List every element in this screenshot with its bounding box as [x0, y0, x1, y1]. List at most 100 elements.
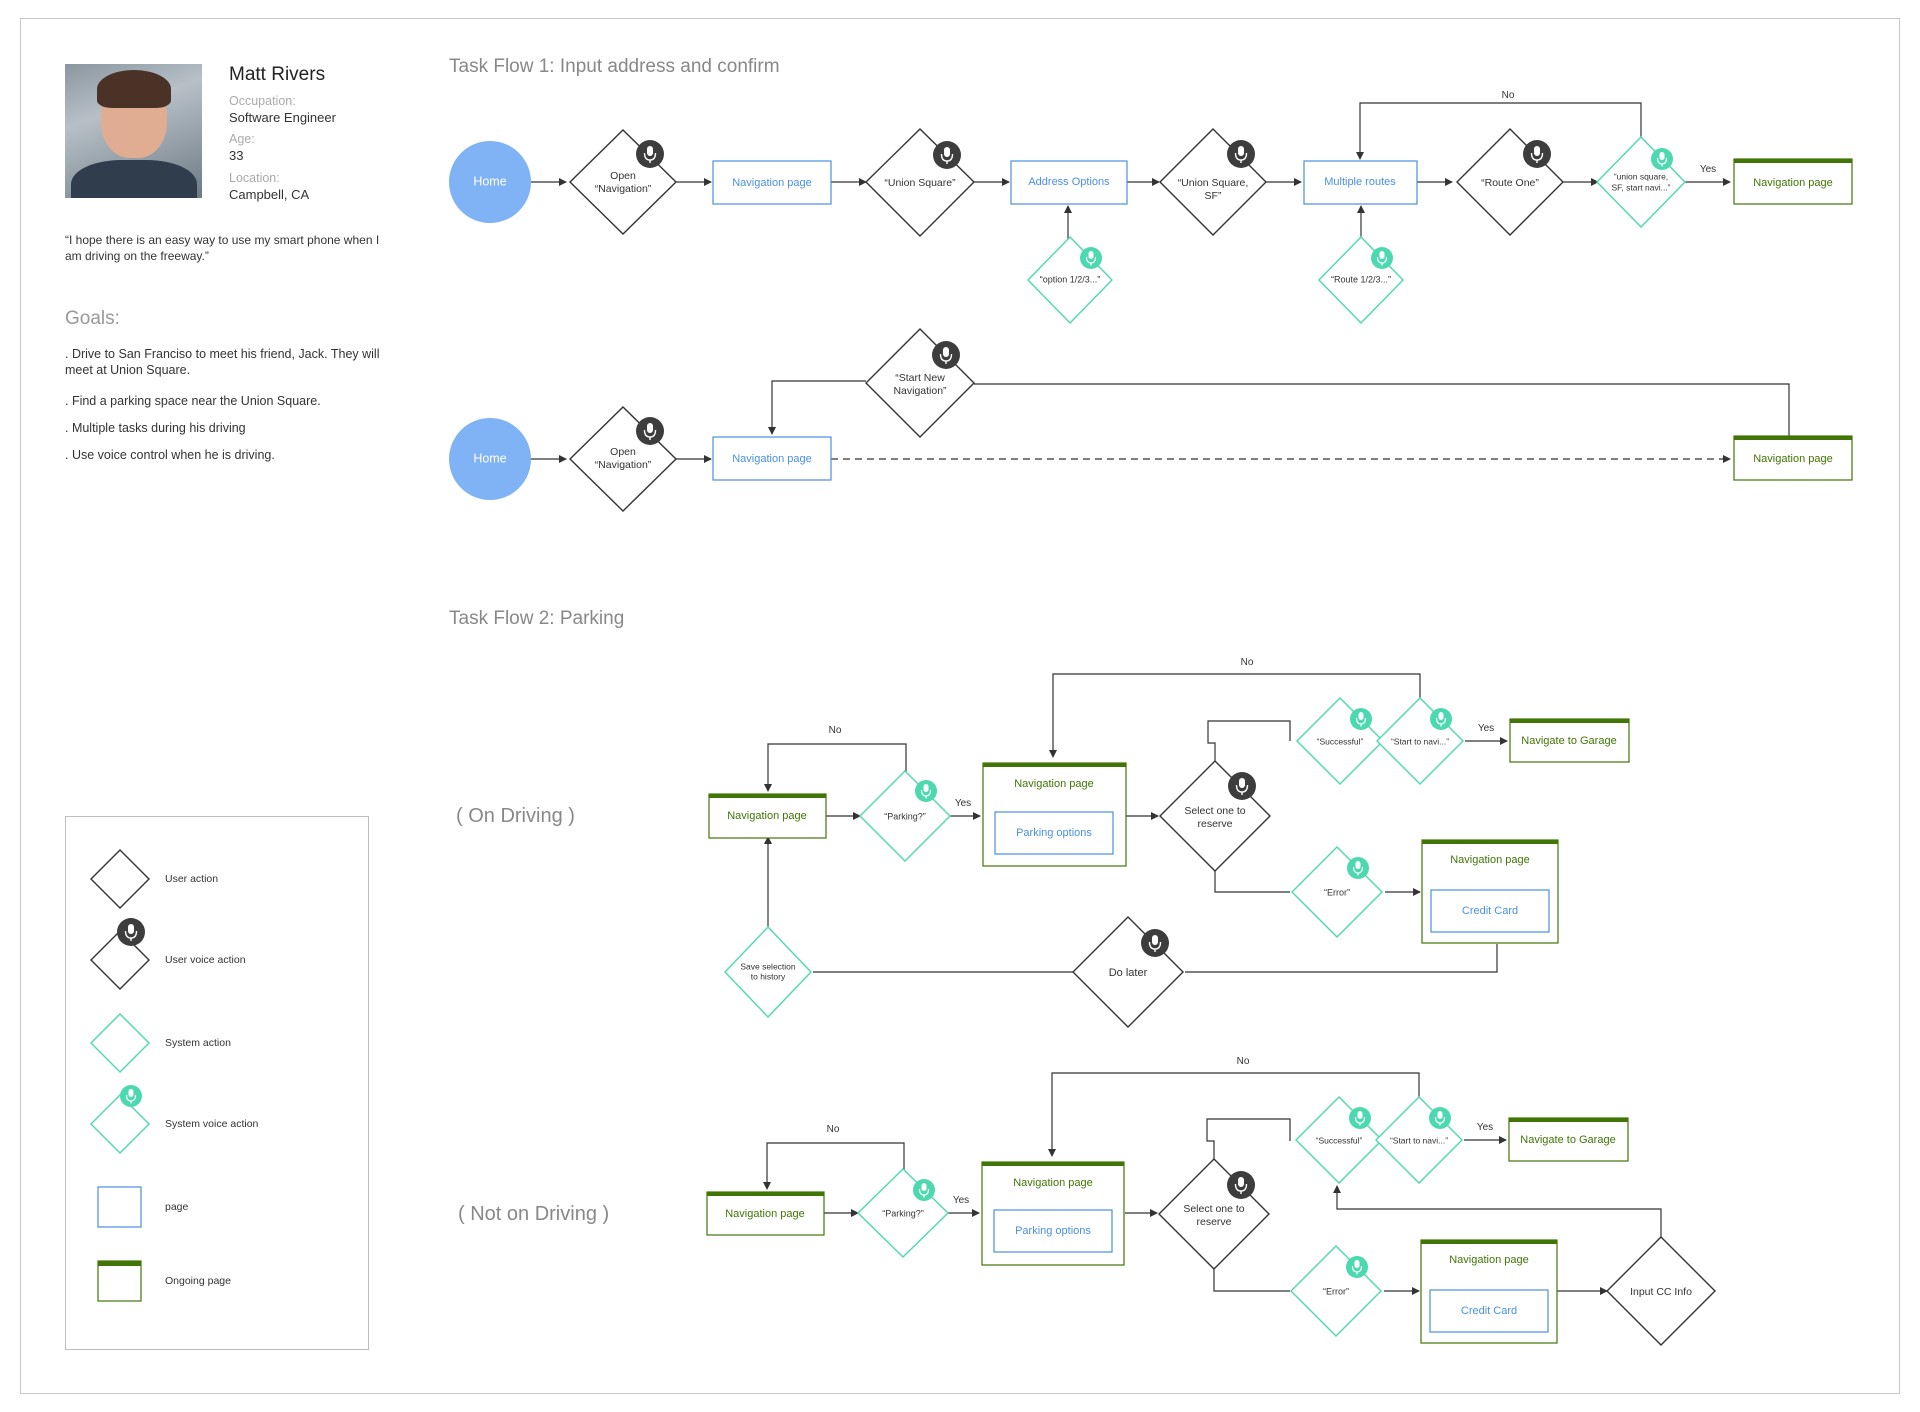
svg-text:Multiple routes: Multiple routes — [1324, 176, 1396, 188]
route-one-action: “Route One” — [1456, 128, 1564, 236]
address-options-node: Address Options — [1010, 160, 1128, 205]
svg-text:Select one to: Select one to — [1184, 805, 1245, 817]
legend-system-action: System action — [90, 1013, 231, 1073]
svg-text:Credit Card: Credit Card — [1461, 1305, 1517, 1317]
legend-user-action: User action — [90, 849, 218, 909]
persona-quote-line2: am driving on the freeway.” — [65, 249, 209, 263]
svg-text:Navigate to Garage: Navigate to Garage — [1521, 735, 1616, 747]
occupation-label: Occupation: — [229, 94, 296, 108]
route-choice-system: “Route 1/2/3...” — [1318, 235, 1404, 325]
svg-text:Navigation page: Navigation page — [727, 810, 807, 822]
svg-text:Navigation page: Navigation page — [1450, 854, 1530, 866]
not-driving-parking-page: Navigation page Parking options — [981, 1161, 1125, 1266]
svg-text:Parking options: Parking options — [1015, 1225, 1091, 1237]
svg-text:Home: Home — [473, 174, 506, 188]
svg-text:Input CC Info: Input CC Info — [1630, 1286, 1692, 1298]
home-node: Home — [449, 141, 531, 223]
on-driving-navigate-to-garage: Navigate to Garage — [1509, 718, 1630, 763]
not-driving-start-to-navi: “Start to navi...” — [1375, 1096, 1463, 1184]
svg-text:“Error”: “Error” — [1323, 1286, 1349, 1296]
svg-text:System action: System action — [165, 1037, 231, 1049]
legend-panel — [65, 816, 369, 1350]
on-driving-navigation-page: Navigation page — [708, 793, 827, 839]
svg-text:No: No — [829, 725, 842, 736]
input-cc-info-action: Input CC Info — [1606, 1236, 1716, 1346]
svg-text:Navigate to Garage: Navigate to Garage — [1520, 1134, 1615, 1146]
svg-text:“union square,: “union square, — [1614, 171, 1668, 181]
svg-text:Select one to: Select one to — [1183, 1203, 1244, 1215]
union-square-action: “Union Square” — [865, 128, 975, 237]
svg-text:Open: Open — [610, 170, 636, 182]
not-driving-error: “Error” — [1290, 1245, 1382, 1337]
svg-text:reserve: reserve — [1196, 1216, 1231, 1228]
goal-1-line1: . Drive to San Franciso to meet his frie… — [65, 347, 380, 361]
svg-text:“Route 1/2/3...”: “Route 1/2/3...” — [1331, 274, 1391, 284]
flow2-title: Task Flow 2: Parking — [449, 608, 625, 629]
svg-text:“Navigation”: “Navigation” — [595, 183, 652, 195]
multiple-routes-node: Multiple routes — [1303, 160, 1418, 205]
legend-system-voice-action: System voice action — [90, 1084, 259, 1154]
svg-text:Yes: Yes — [955, 798, 971, 809]
legend-page: page — [97, 1186, 189, 1228]
svg-text:Navigation page: Navigation page — [1449, 1254, 1529, 1266]
svg-text:Parking options: Parking options — [1016, 827, 1092, 839]
on-driving-start-to-navi: “Start to navi...” — [1376, 697, 1464, 785]
save-selection-system: Save selection to history — [724, 925, 812, 1019]
navigation-page-node: Navigation page — [712, 160, 832, 205]
on-driving-label: ( On Driving ) — [456, 805, 575, 827]
location-label: Location: — [229, 171, 280, 185]
svg-text:No: No — [1502, 90, 1515, 101]
svg-text:“option 1/2/3...”: “option 1/2/3...” — [1040, 274, 1101, 284]
svg-text:No: No — [1241, 657, 1254, 668]
location-value: Campbell, CA — [229, 187, 310, 202]
flow1-title: Task Flow 1: Input address and confirm — [449, 56, 780, 77]
svg-text:Yes: Yes — [1477, 1122, 1493, 1133]
persona-quote-line1: “I hope there is an easy way to use my s… — [65, 233, 380, 247]
home-node-2: Home — [449, 418, 531, 500]
svg-text:“Start to navi...”: “Start to navi...” — [1390, 1135, 1448, 1145]
canvas-frame — [20, 18, 1900, 1394]
svg-text:Home: Home — [473, 451, 506, 465]
on-driving-select-reserve: Select one to reserve — [1159, 760, 1271, 872]
on-driving-credit-card-page: Navigation page Credit Card — [1421, 839, 1559, 944]
not-driving-select-reserve: Select one to reserve — [1158, 1158, 1270, 1270]
persona-name: Matt Rivers — [229, 64, 326, 85]
svg-text:Navigation”: Navigation” — [893, 385, 947, 397]
goal-3: . Multiple tasks during his driving — [65, 421, 246, 435]
goal-1-line2: meet at Union Square. — [65, 363, 191, 377]
svg-text:Navigation page: Navigation page — [1013, 1177, 1093, 1189]
open-navigation-action-2: Open “Navigation” — [569, 406, 677, 512]
svg-text:SF”: SF” — [1205, 190, 1222, 202]
svg-text:System voice action: System voice action — [165, 1118, 259, 1130]
svg-text:“Parking?”: “Parking?” — [884, 811, 926, 821]
union-square-sf-action: “Union Square, SF” — [1159, 128, 1267, 236]
svg-text:Open: Open — [610, 446, 636, 458]
on-driving-parking-question: “Parking?” — [859, 770, 951, 862]
svg-text:Address Options: Address Options — [1028, 176, 1110, 188]
navigation-page-ongoing-node-2: Navigation page — [1733, 435, 1853, 481]
goals-title: Goals: — [65, 308, 120, 329]
svg-text:page: page — [165, 1201, 189, 1213]
svg-text:No: No — [827, 1124, 840, 1135]
on-driving-error: “Error” — [1291, 846, 1383, 938]
svg-text:“Parking?”: “Parking?” — [882, 1208, 924, 1218]
navigation-page-node-2: Navigation page — [712, 436, 832, 481]
not-driving-navigation-page: Navigation page — [706, 1191, 825, 1236]
do-later-action: Do later — [1072, 916, 1184, 1028]
start-new-navigation-action: “Start New Navigation” — [865, 328, 975, 438]
occupation-value: Software Engineer — [229, 110, 336, 125]
svg-text:Navigation page: Navigation page — [1753, 453, 1833, 465]
svg-text:Save selection: Save selection — [740, 961, 796, 971]
svg-text:Yes: Yes — [953, 1195, 969, 1206]
confirm-navigation-system: “union square, SF, start navi...” — [1596, 135, 1686, 229]
svg-text:Navigation page: Navigation page — [732, 177, 812, 189]
svg-text:“Navigation”: “Navigation” — [595, 459, 652, 471]
svg-text:User action: User action — [165, 873, 218, 885]
option-choice-system: “option 1/2/3...” — [1027, 235, 1113, 325]
not-driving-credit-card-page: Navigation page Credit Card — [1420, 1239, 1558, 1344]
svg-text:SF, start navi...”: SF, start navi...” — [1611, 182, 1670, 192]
svg-text:“Start to navi...”: “Start to navi...” — [1391, 736, 1449, 746]
goal-2: . Find a parking space near the Union Sq… — [65, 394, 321, 408]
age-value: 33 — [229, 148, 244, 163]
